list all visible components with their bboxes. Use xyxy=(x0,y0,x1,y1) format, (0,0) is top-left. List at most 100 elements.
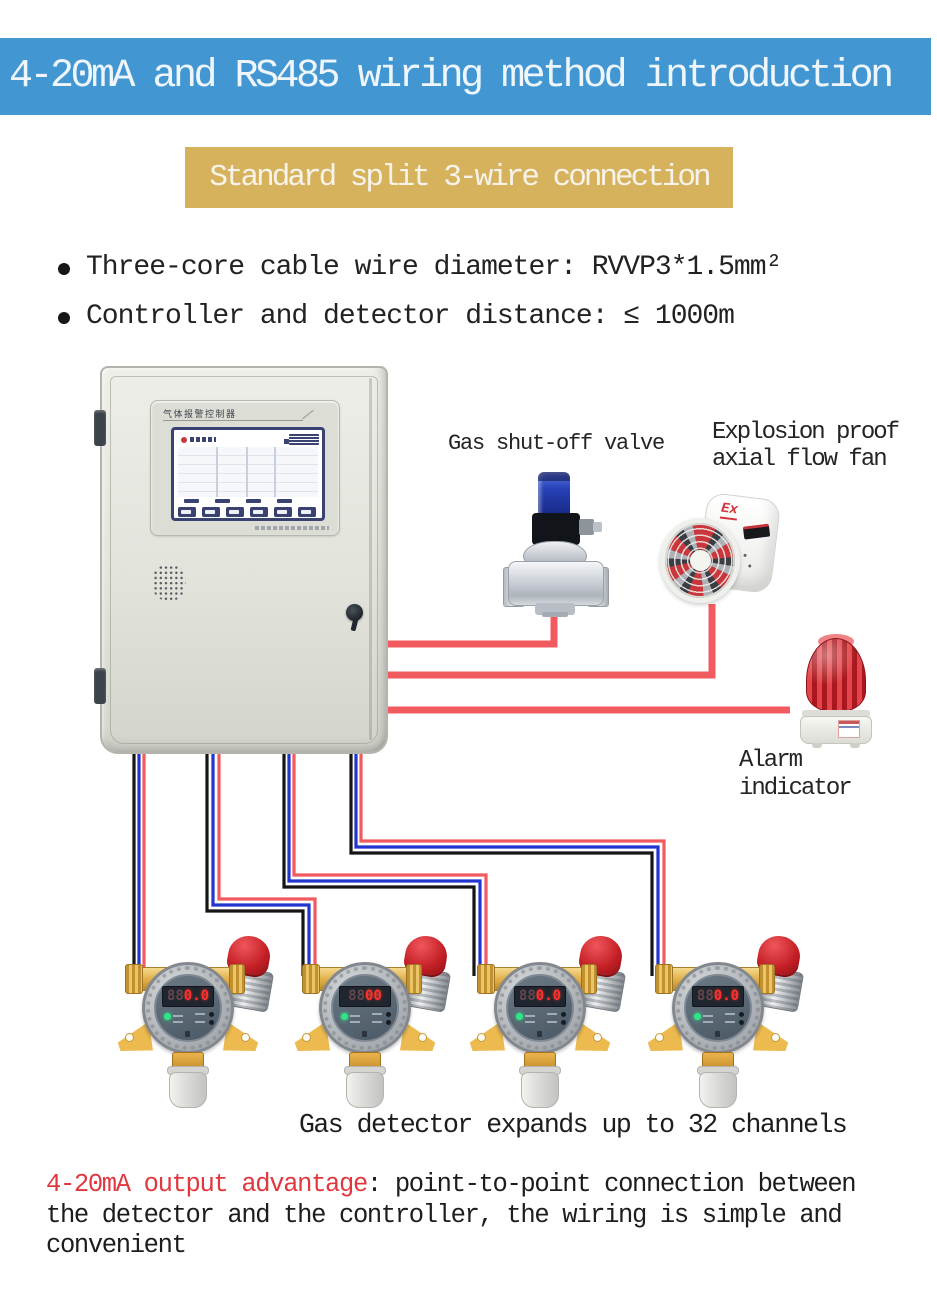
page-title: 4-20mA and RS485 wiring method introduct… xyxy=(9,54,894,99)
speaker-grille xyxy=(152,564,186,601)
beacon-collar xyxy=(802,710,870,718)
face-text-mark xyxy=(547,1013,557,1015)
gas-detector-4: 880.0 xyxy=(643,932,805,1111)
alarm-led xyxy=(209,1012,214,1017)
panel-company-text-marks xyxy=(255,526,329,530)
beacon-red-dome xyxy=(806,638,866,712)
gas-detector-1: 880.0 xyxy=(113,932,275,1111)
face-text-mark xyxy=(547,1021,557,1023)
pipe-connector-right xyxy=(581,964,597,994)
screen-channel-table xyxy=(178,447,318,497)
wire-valve xyxy=(380,610,558,648)
bundle3-black-wire xyxy=(282,750,476,976)
face-text-mark xyxy=(525,1015,535,1017)
bundle2-black-wire xyxy=(205,750,305,976)
title-banner: 4-20mA and RS485 wiring method introduct… xyxy=(0,38,931,115)
advantage-paragraph: 4-20mA output advantage: point-to-point … xyxy=(46,1170,891,1262)
pipe-connector-left xyxy=(655,964,673,994)
beacon-base xyxy=(800,716,872,744)
pipe-connector-right xyxy=(229,964,245,994)
wire-fan xyxy=(380,604,716,679)
pipe-connector-left xyxy=(302,964,320,994)
controller-screen xyxy=(171,427,325,521)
beacon-foot xyxy=(850,743,860,748)
display-reading: 00 xyxy=(365,988,382,1004)
bullet-dot xyxy=(58,312,70,324)
gas-alarm-controller: 气体报警控制器 xyxy=(94,366,388,754)
bullet-text-distance: Controller and detector distance: ≤ 1000… xyxy=(86,301,735,332)
screen-button-row xyxy=(178,507,318,517)
power-led xyxy=(164,1013,171,1020)
panel-button xyxy=(298,507,316,517)
screen-button-label-mark xyxy=(246,499,261,503)
fan-label-line1: Explosion proof xyxy=(712,419,900,446)
display-ghost-digits: 88 xyxy=(518,988,536,1004)
face-text-mark xyxy=(195,1021,205,1023)
alarm-indicator-label: Alarm indicator xyxy=(739,747,853,803)
display-ghost-digits: 88 xyxy=(166,988,184,1004)
gas-shut-off-valve xyxy=(495,455,617,617)
panel-button xyxy=(274,507,292,517)
power-led xyxy=(694,1013,701,1020)
bundle4-black-wire xyxy=(349,750,654,976)
sensor-head xyxy=(346,1072,384,1108)
panel-button xyxy=(178,507,196,517)
detector-face xyxy=(331,974,399,1042)
bullet-item-distance: Controller and detector distance: ≤ 1000… xyxy=(58,301,735,332)
valve-solenoid-coil xyxy=(538,472,570,518)
alarm-led xyxy=(561,1012,566,1017)
pipe-connector-left xyxy=(125,964,143,994)
panel-button xyxy=(226,507,244,517)
valve-body xyxy=(508,561,604,606)
bracket-hole-left xyxy=(302,1033,311,1042)
screen-header xyxy=(177,433,319,446)
pipe-connector-right xyxy=(759,964,775,994)
detector-face xyxy=(506,974,574,1042)
detector-display: 8800 xyxy=(339,986,391,1007)
bullet-item-cable: Three-core cable wire diameter: RVVP3*1.… xyxy=(58,252,782,283)
alarm-label-line2: indicator xyxy=(739,775,853,802)
gas-detector-2: 8800 xyxy=(290,932,452,1111)
cabinet-hinge xyxy=(94,668,106,704)
display-reading: 0.0 xyxy=(183,988,210,1004)
screen-button-label-mark xyxy=(184,499,199,503)
fault-led xyxy=(386,1020,391,1025)
bracket-hole-left xyxy=(125,1033,134,1042)
cabinet-door-seam xyxy=(110,376,378,744)
face-text-mark xyxy=(350,1015,360,1017)
alarm-label-line1: Alarm xyxy=(739,747,803,774)
face-text-mark xyxy=(173,1015,183,1017)
advantage-rest: : point-to-point connection between the … xyxy=(46,1170,857,1260)
bullet-dot xyxy=(58,263,70,275)
channels-caption: Gas detector expands up to 32 channels xyxy=(299,1110,848,1140)
panel-button xyxy=(250,507,268,517)
screen-menu-block xyxy=(289,434,319,445)
alarm-led xyxy=(386,1012,391,1017)
bundle2-red-wire xyxy=(217,750,317,976)
fan-hub xyxy=(690,550,711,571)
display-reading: 0.0 xyxy=(535,988,562,1004)
bundle2-blue-wire xyxy=(211,750,311,976)
valve-cable-connector xyxy=(579,519,594,535)
detector-face xyxy=(684,974,752,1042)
power-led xyxy=(341,1013,348,1020)
bracket-hole-left xyxy=(655,1033,664,1042)
valve-junction-box xyxy=(532,513,580,545)
fault-led xyxy=(209,1020,214,1025)
display-reading: 0.0 xyxy=(713,988,740,1004)
fan-label: Explosion proof axial flow fan xyxy=(712,419,900,473)
face-screw xyxy=(715,1031,720,1037)
detector-face xyxy=(154,974,222,1042)
cabinet-door-gap xyxy=(369,378,372,740)
screen-button-label-mark xyxy=(277,499,292,503)
explosion-proof-fan: Ex xyxy=(650,488,782,614)
controller-front-panel: 气体报警控制器 xyxy=(150,400,340,536)
beacon-foot xyxy=(812,743,822,748)
face-text-mark xyxy=(725,1021,735,1023)
bundle3-blue-wire xyxy=(287,750,482,976)
detector-display: 880.0 xyxy=(162,986,214,1007)
face-text-mark xyxy=(195,1013,205,1015)
fan-rivet xyxy=(748,564,752,568)
gas-detector-3: 880.0 xyxy=(465,932,627,1111)
